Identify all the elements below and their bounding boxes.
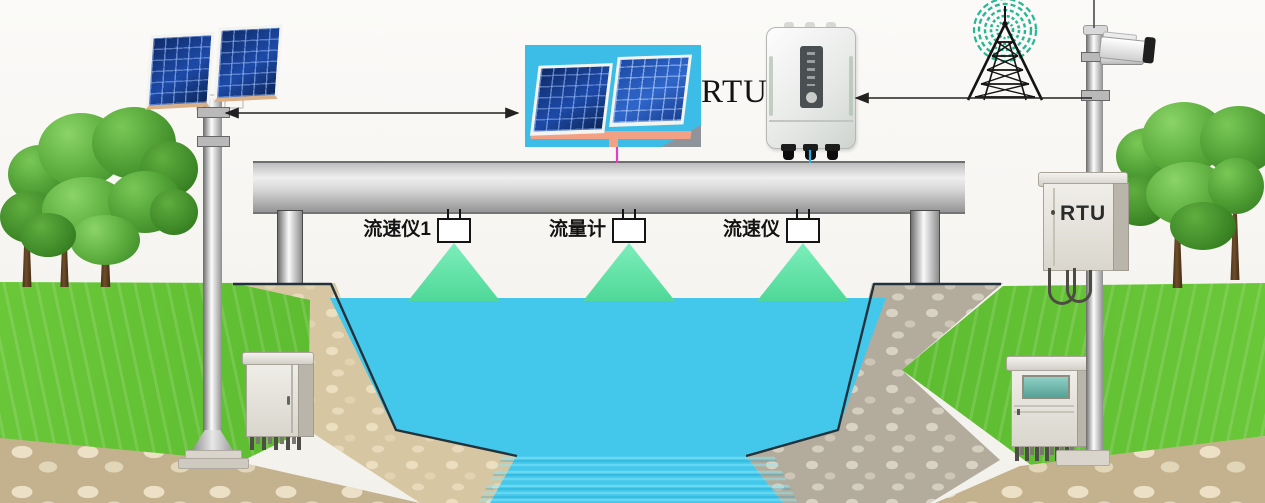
cabinet-leg	[1015, 443, 1019, 461]
tree-foliage	[70, 215, 140, 265]
keyhole-dot	[1051, 210, 1055, 215]
rtu-side-accent	[769, 56, 773, 116]
sensor-mount-rod	[622, 209, 624, 219]
solar-panel-left	[144, 22, 288, 113]
cable-gland	[825, 144, 840, 151]
solar-pole	[203, 98, 222, 454]
solar-panel-module	[529, 63, 613, 136]
rtu-enclosure	[766, 27, 856, 149]
door-seam	[1014, 405, 1074, 407]
rtu-top-nub	[784, 22, 794, 29]
cable-loop	[1048, 268, 1076, 305]
solar-panel-module	[609, 54, 693, 127]
rtu-cabinet-label: RTU	[1060, 202, 1107, 225]
pole-top-cap	[1083, 25, 1108, 35]
rtu-device	[766, 22, 856, 162]
rtu-top-nub	[805, 22, 815, 29]
sensor-label: 流速仪1	[363, 219, 431, 240]
cabinet-lid	[242, 352, 314, 365]
pole-clamp	[1081, 90, 1110, 101]
cabinet-leg	[1020, 440, 1024, 455]
sensor-mount-rod	[459, 209, 461, 219]
cable-gland	[827, 151, 838, 160]
cable-loop	[1066, 270, 1092, 303]
door-seam	[291, 365, 293, 433]
cabinet-leg	[1070, 440, 1074, 455]
bridge-leg-right	[910, 210, 940, 285]
tower-structure	[966, 6, 1044, 101]
cabinet-leg	[1060, 440, 1064, 455]
cabinet-front	[1011, 367, 1079, 447]
solar-panel-image	[525, 45, 701, 147]
tree-foliage	[150, 189, 198, 235]
rtu-button	[806, 92, 817, 103]
door-seam	[1014, 411, 1074, 413]
bridge-beam	[253, 161, 965, 214]
rtu-top-nub	[826, 22, 836, 29]
sensor-box	[786, 218, 820, 243]
cable-gland	[803, 144, 818, 151]
camera-lens	[1142, 36, 1156, 64]
sensor-mount-rod	[808, 209, 810, 219]
tree-foliage	[20, 213, 76, 257]
sensor-mount-rod	[447, 209, 449, 219]
radio-tower	[966, 0, 1044, 101]
sensor-label: 流量计	[548, 219, 606, 240]
sensor-label: 流速仪	[722, 219, 780, 240]
cabinet-leg	[1050, 440, 1054, 455]
sensor-box	[612, 218, 646, 243]
rtu-display-panel	[800, 46, 823, 108]
solar-panel-module	[213, 24, 283, 103]
rtu-seam	[769, 120, 853, 122]
tree-group-right	[1112, 98, 1265, 293]
pole-base-slab	[1056, 450, 1110, 466]
cabinet-side	[298, 361, 314, 437]
pole-base-plinth	[178, 458, 249, 469]
cabinet-leg	[1040, 440, 1044, 455]
tree-trunk	[1230, 212, 1240, 280]
cctv-camera	[1098, 28, 1159, 66]
pole-base-flare	[191, 430, 234, 452]
sensor-mount-rod	[634, 209, 636, 219]
tree-trunk	[60, 227, 69, 287]
cable-gland	[781, 144, 796, 151]
tree-foliage	[1170, 202, 1236, 250]
cabinet-leg	[1045, 443, 1049, 461]
door-seam	[1053, 188, 1055, 266]
cabinet-leg	[1025, 443, 1029, 461]
keyhole	[1017, 409, 1020, 415]
cabinet-leg	[1035, 443, 1039, 461]
water-ripples	[478, 456, 798, 502]
rtu-side-accent	[849, 56, 853, 116]
cabinet-front	[246, 361, 300, 437]
door-handle	[287, 396, 290, 405]
cable-gland	[783, 151, 794, 160]
bridge-leg-left	[277, 210, 303, 285]
rtu-cabinet-front: RTU	[1043, 183, 1115, 271]
solar-panel-stand-post	[609, 137, 618, 147]
tree-trunk	[22, 217, 32, 287]
pole-clamp	[197, 136, 230, 147]
sensor-mount-rod	[796, 209, 798, 219]
cabinet-leg	[1030, 440, 1034, 455]
tree-group-left	[0, 105, 200, 295]
cable-gland	[805, 151, 816, 160]
solar-panel-module	[145, 32, 215, 110]
cabinet-display-screen	[1022, 375, 1070, 399]
rtu-label: RTU	[701, 74, 769, 110]
camera-body	[1098, 36, 1149, 63]
rtu-cabinet-side	[1113, 183, 1129, 271]
sensor-box	[437, 218, 471, 243]
tree-trunk	[1172, 218, 1183, 288]
